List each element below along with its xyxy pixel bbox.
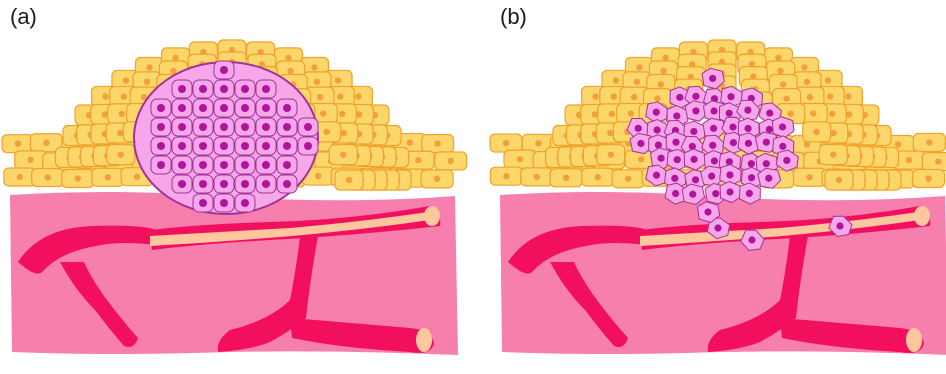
tumor-cell bbox=[151, 137, 171, 155]
epithelial-cell bbox=[794, 168, 826, 186]
epithelial-cell bbox=[913, 169, 945, 187]
tumor-cell bbox=[172, 118, 192, 136]
epithelial-cell bbox=[913, 133, 945, 151]
tumor-cell bbox=[277, 99, 297, 117]
tumor-cell bbox=[193, 118, 213, 136]
tumor-cell bbox=[214, 156, 234, 174]
tumor-cell bbox=[172, 175, 192, 193]
tumor-cell bbox=[193, 99, 213, 117]
epithelial-cell bbox=[597, 145, 625, 165]
epithelial-cell bbox=[803, 122, 831, 142]
tumor-cell bbox=[214, 99, 234, 117]
epithelial-cell bbox=[32, 168, 64, 186]
epithelial-cell bbox=[819, 145, 847, 165]
tumor-cell bbox=[256, 80, 276, 98]
tumor-mass bbox=[134, 61, 318, 214]
tumor-cell bbox=[151, 99, 171, 117]
tumor-cell bbox=[277, 137, 297, 155]
tumor-cell bbox=[277, 118, 297, 136]
tumor-cell bbox=[235, 175, 255, 193]
tumor-cell bbox=[151, 156, 171, 174]
epithelial-cell bbox=[62, 170, 94, 188]
tumor-cell bbox=[277, 175, 297, 193]
epithelial-cell bbox=[825, 170, 853, 190]
epithelial-cell bbox=[2, 135, 34, 153]
tumor-cell bbox=[256, 156, 276, 174]
epithelial-cell bbox=[92, 168, 124, 186]
epithelial-cell bbox=[329, 145, 357, 165]
tumor-cell bbox=[193, 137, 213, 155]
epithelial-cell bbox=[421, 170, 453, 188]
epithelial-cell bbox=[15, 151, 47, 169]
epithelial-cell bbox=[4, 168, 36, 186]
tumor-cell bbox=[193, 175, 213, 193]
tumor-cell bbox=[298, 118, 318, 136]
tumor-cell bbox=[193, 156, 213, 174]
tumor-cell bbox=[214, 175, 234, 193]
tumor-cell bbox=[214, 61, 234, 79]
tumor-cell bbox=[235, 80, 255, 98]
tumor-cell bbox=[172, 137, 192, 155]
tumor-cell bbox=[172, 80, 192, 98]
tumor-cell bbox=[256, 175, 276, 193]
epithelial-cell bbox=[922, 153, 946, 171]
tumor-cell bbox=[214, 137, 234, 155]
tumor-cell bbox=[172, 99, 192, 117]
epithelial-cell bbox=[504, 150, 536, 168]
panel-a-diagram bbox=[2, 40, 467, 355]
tumor-cell bbox=[277, 156, 297, 174]
tumor-cell bbox=[298, 137, 318, 155]
epithelial-cell bbox=[612, 170, 644, 188]
tumor-cell bbox=[235, 156, 255, 174]
epithelial-cell bbox=[422, 135, 454, 153]
epithelial-cell bbox=[435, 152, 467, 170]
tumor-cell bbox=[235, 137, 255, 155]
tumor-cell bbox=[193, 80, 213, 98]
epithelial-cell bbox=[107, 145, 135, 165]
tumor-cell bbox=[256, 118, 276, 136]
epithelial-cell bbox=[335, 170, 363, 190]
tumor-cell bbox=[214, 80, 234, 98]
tumor-cell bbox=[151, 118, 171, 136]
tumor-cell bbox=[172, 156, 192, 174]
epithelial-cell bbox=[550, 169, 582, 187]
tumor-cell bbox=[256, 99, 276, 117]
tumor-cell bbox=[256, 137, 276, 155]
panel-b-diagram bbox=[490, 40, 946, 355]
tumor-cell bbox=[235, 118, 255, 136]
tumor-cell bbox=[235, 99, 255, 117]
epithelial-cell bbox=[490, 167, 522, 185]
tumor-cell bbox=[214, 194, 234, 212]
tumor-cell bbox=[235, 194, 255, 212]
epithelial-cell bbox=[490, 134, 522, 152]
tumor-cell bbox=[214, 118, 234, 136]
epithelial-cell bbox=[521, 168, 553, 186]
tumor-cell bbox=[193, 194, 213, 212]
epithelial-cell bbox=[582, 168, 614, 186]
